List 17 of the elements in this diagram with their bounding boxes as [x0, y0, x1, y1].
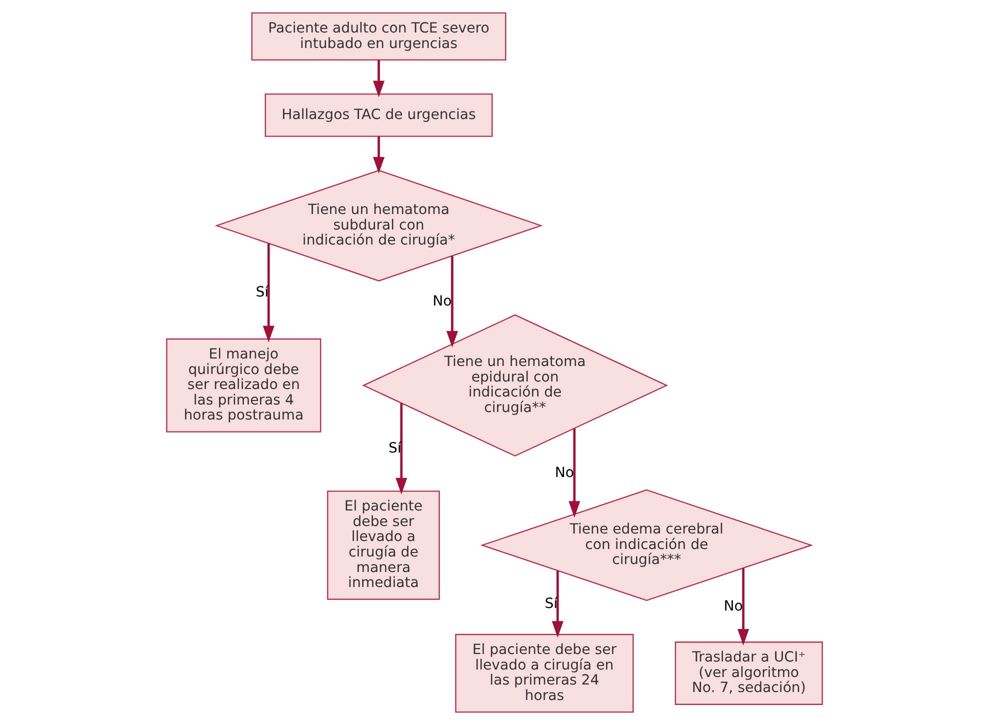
arrow [737, 568, 749, 646]
arrow [568, 428, 580, 518]
arrow [372, 136, 384, 174]
arrow [372, 60, 384, 98]
node-box: El paciente debe ser llevado a cirugía de manera inmediata [326, 490, 440, 600]
node-box: Trasladar a UCI⁺ (ver algoritmo No. 7, sedación) [674, 642, 822, 705]
arrow [446, 256, 458, 348]
edge-label: No [554, 464, 574, 481]
edge-label: No [432, 293, 452, 310]
node-box: Paciente adulto con TCE severo intubado en urgencias [250, 12, 506, 61]
node-box: Hallazgos TAC de urgencias [264, 93, 492, 137]
node-diamond: Tiene un hematoma subdural con indicación de cirugía* [214, 170, 542, 282]
arrow [262, 243, 274, 342]
node-box: El manejo quirúrgico debe ser realizado en las primeras 4 horas postrauma [166, 338, 321, 432]
arrow [551, 570, 563, 638]
arrow [395, 403, 407, 494]
node-box: El paciente debe ser llevado a cirugía en las primeras 24 horas [454, 634, 634, 713]
